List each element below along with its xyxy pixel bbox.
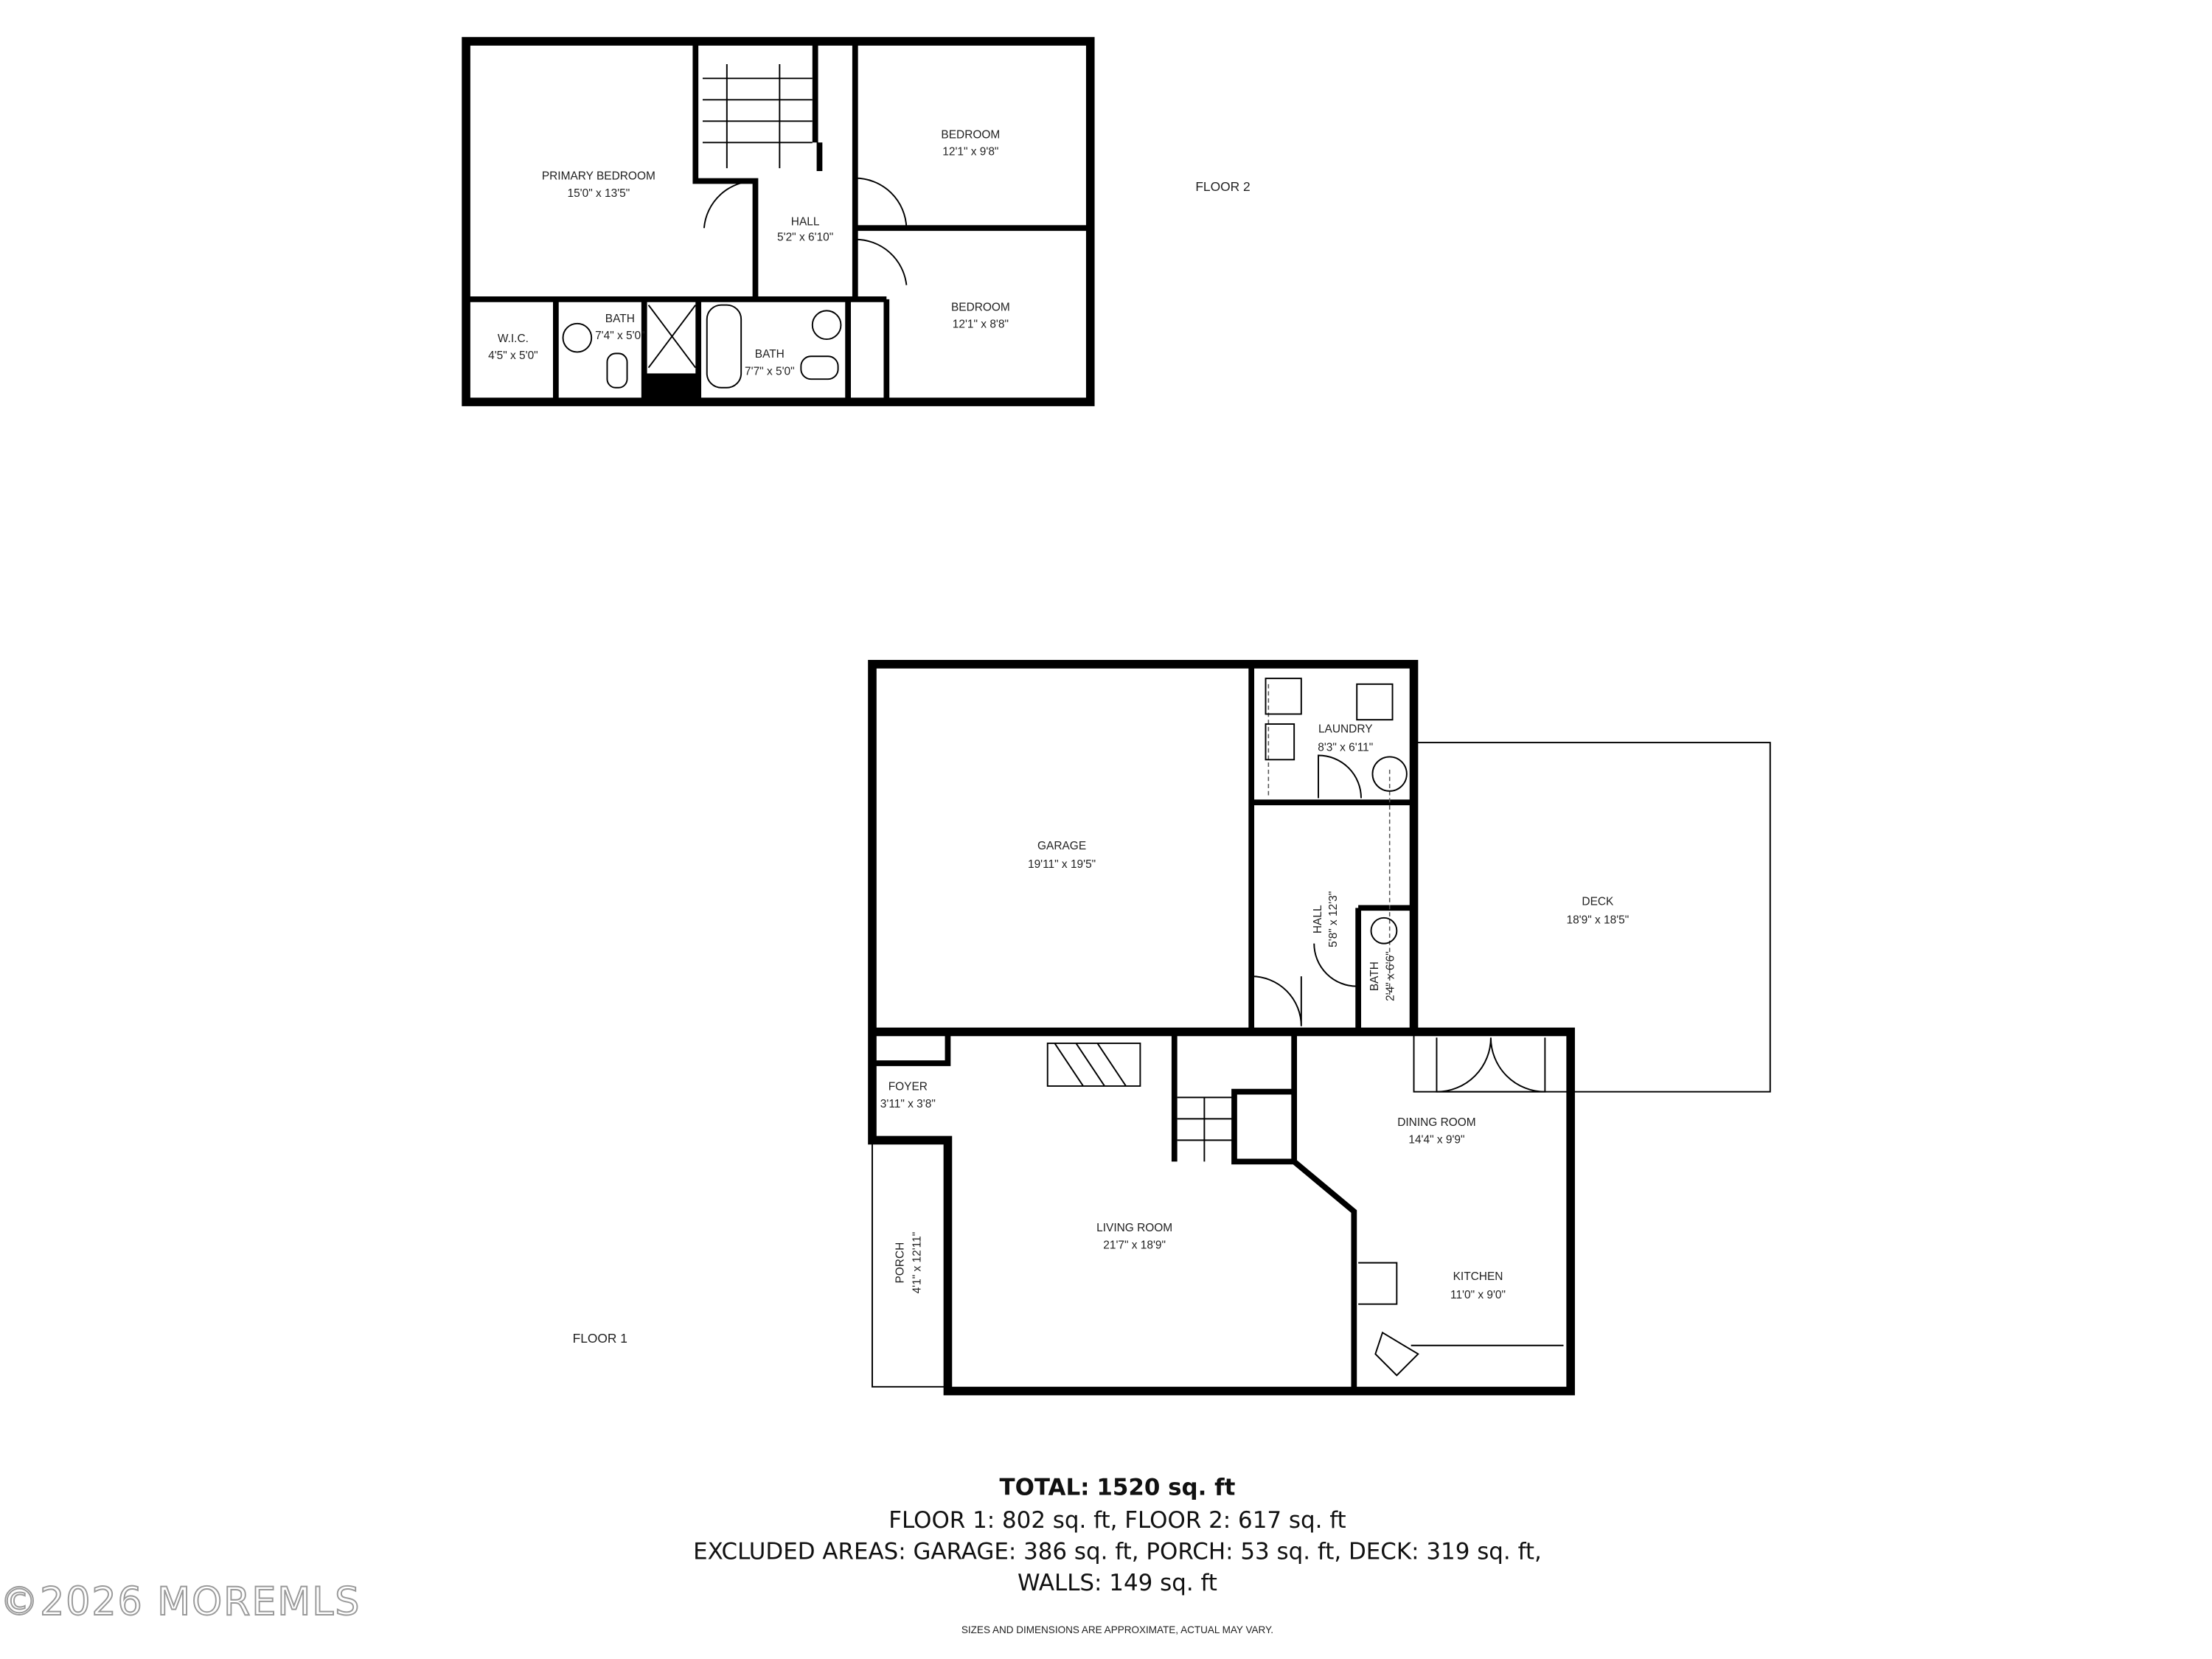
watermark: ©2026 MOREMLS <box>0 1580 361 1624</box>
room-dims: 2'4" x 6'6" <box>1384 951 1397 1001</box>
room-dims: 5'2" x 6'10" <box>777 232 833 244</box>
room-name: BATH <box>605 313 635 325</box>
excluded-areas: EXCLUDED AREAS: GARAGE: 386 sq. ft, PORC… <box>693 1539 1542 1565</box>
room-dims: 12'1" x 8'8" <box>953 319 1009 331</box>
total-value: 1520 sq. ft <box>1096 1475 1235 1501</box>
room-name: KITCHEN <box>1453 1270 1503 1283</box>
room-name: BEDROOM <box>941 129 1000 142</box>
floors-area: FLOOR 1: 802 sq. ft, FLOOR 2: 617 sq. ft <box>888 1507 1346 1534</box>
room-name: BATH <box>755 348 785 361</box>
room-name: BEDROOM <box>951 301 1010 313</box>
floor-1-plan: LAUNDRY 8'3" x 6'11" GARAGE 19'11" x 19'… <box>573 659 1771 1396</box>
room-dims: 3'11" x 3'8" <box>880 1098 936 1110</box>
room-dims: 14'4" x 9'9" <box>1408 1133 1464 1146</box>
area-summary: TOTAL: 1520 sq. ft FLOOR 1: 802 sq. ft, … <box>693 1475 1542 1636</box>
room-dims: 4'1" x 12'11" <box>911 1232 924 1294</box>
room-name: DINING ROOM <box>1397 1116 1475 1129</box>
room-name: PRIMARY BEDROOM <box>542 170 655 183</box>
room-dims: 7'4" x 5'0" <box>595 330 645 342</box>
room-dims: 8'3" x 6'11" <box>1318 742 1373 754</box>
room-name: W.I.C. <box>498 333 529 345</box>
room-dims: 15'0" x 13'5" <box>567 187 630 200</box>
room-name: FOYER <box>888 1081 928 1093</box>
room-name: GARAGE <box>1037 840 1086 852</box>
room-name: HALL <box>1312 905 1324 933</box>
room-dims: 4'5" x 5'0" <box>488 349 538 362</box>
room-name: BATH <box>1368 961 1381 991</box>
room-name: LIVING ROOM <box>1096 1222 1172 1234</box>
floor-2-label: FLOOR 2 <box>1195 179 1250 194</box>
floor-2-plan: PRIMARY BEDROOM 15'0" x 13'5" BEDROOM 12… <box>462 37 1251 406</box>
room-dims: 7'7" x 5'0" <box>745 365 795 378</box>
disclaimer: SIZES AND DIMENSIONS ARE APPROXIMATE, AC… <box>961 1624 1273 1635</box>
room-dims: 11'0" x 9'0" <box>1450 1289 1506 1301</box>
room-dims: 5'8" x 12'3" <box>1327 891 1340 947</box>
room-dims: 21'7" x 18'9" <box>1103 1239 1166 1251</box>
total-label: TOTAL: <box>1000 1475 1090 1501</box>
floor-1-label: FLOOR 1 <box>573 1331 627 1346</box>
room-dims: 18'9" x 18'5" <box>1566 914 1629 927</box>
walls-area: WALLS: 149 sq. ft <box>1018 1570 1217 1596</box>
room-name: DECK <box>1582 895 1614 908</box>
room-name: PORCH <box>894 1242 907 1284</box>
room-dims: 12'1" x 9'8" <box>942 146 998 159</box>
room-name: LAUNDRY <box>1318 723 1373 736</box>
room-dims: 19'11" x 19'5" <box>1028 858 1096 871</box>
svg-text:TOTAL: 1520 sq. ft: TOTAL: 1520 sq. ft <box>1000 1475 1236 1501</box>
room-name: HALL <box>791 215 820 228</box>
